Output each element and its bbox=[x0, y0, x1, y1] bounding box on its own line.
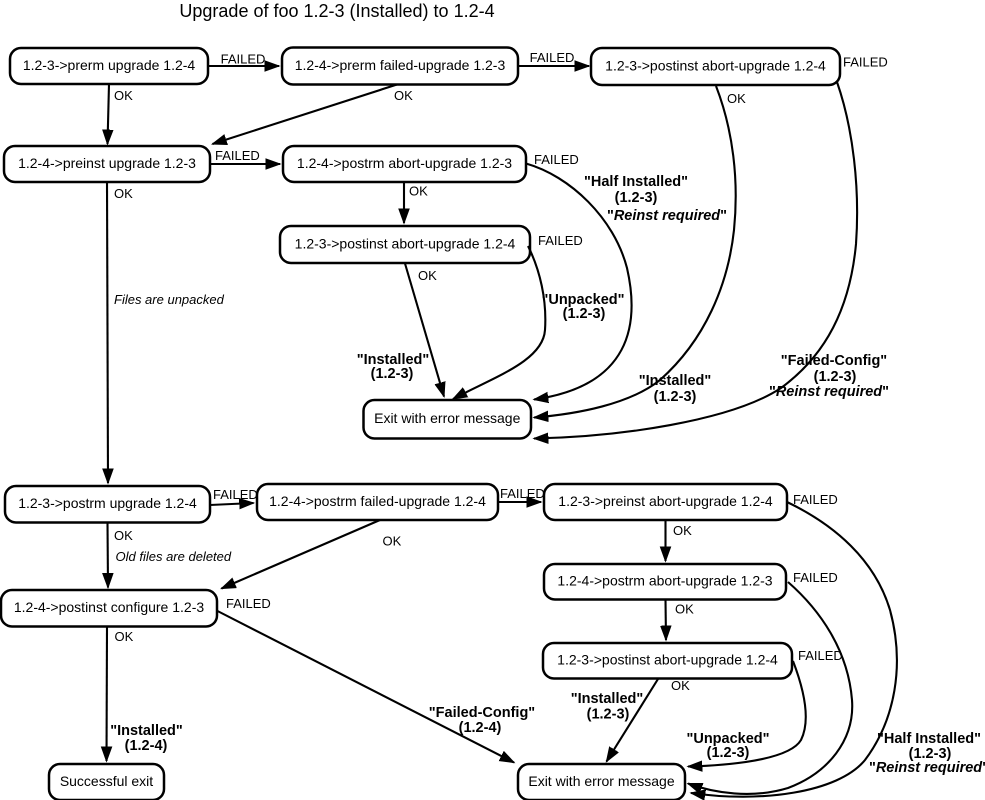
svg-text:OK: OK bbox=[727, 91, 746, 106]
svg-text:OK: OK bbox=[409, 184, 428, 199]
svg-text:Exit with error message: Exit with error message bbox=[528, 773, 674, 789]
svg-text:FAILED: FAILED bbox=[215, 148, 260, 163]
svg-text:OK: OK bbox=[418, 268, 437, 283]
svg-text:"Installed": "Installed" bbox=[110, 723, 183, 739]
svg-text:1.2-3->postinst abort-upgrade: 1.2-3->postinst abort-upgrade 1.2-4 bbox=[557, 652, 778, 668]
svg-text:OK: OK bbox=[383, 534, 402, 549]
svg-text:(1.2-4): (1.2-4) bbox=[125, 738, 168, 754]
svg-text:"Half Installed": "Half Installed" bbox=[584, 174, 688, 190]
svg-text:"Failed-Config": "Failed-Config" bbox=[429, 705, 535, 721]
svg-text:FAILED: FAILED bbox=[843, 55, 888, 70]
svg-text:1.2-4->prerm failed-upgrade 1.: 1.2-4->prerm failed-upgrade 1.2-3 bbox=[295, 57, 506, 73]
svg-text:1.2-4->postrm failed-upgrade 1: 1.2-4->postrm failed-upgrade 1.2-4 bbox=[269, 493, 486, 509]
svg-text:"Reinst required": "Reinst required" bbox=[869, 760, 985, 776]
svg-text:OK: OK bbox=[114, 186, 133, 201]
svg-text:FAILED: FAILED bbox=[793, 570, 838, 585]
svg-text:"Failed-Config": "Failed-Config" bbox=[781, 353, 887, 369]
svg-text:1.2-4->preinst upgrade 1.2-3: 1.2-4->preinst upgrade 1.2-3 bbox=[18, 155, 196, 171]
svg-text:FAILED: FAILED bbox=[798, 648, 843, 663]
svg-text:1.2-4->postrm abort-upgrade 1.: 1.2-4->postrm abort-upgrade 1.2-3 bbox=[297, 155, 512, 171]
svg-text:OK: OK bbox=[671, 678, 690, 693]
svg-text:(1.2-4): (1.2-4) bbox=[459, 720, 502, 736]
svg-text:FAILED: FAILED bbox=[213, 487, 258, 502]
svg-text:OK: OK bbox=[114, 88, 133, 103]
svg-text:FAILED: FAILED bbox=[538, 233, 583, 248]
svg-text:(1.2-3): (1.2-3) bbox=[563, 306, 606, 322]
svg-text:"Installed": "Installed" bbox=[571, 691, 644, 707]
svg-text:FAILED: FAILED bbox=[530, 50, 575, 65]
svg-text:"Unpacked": "Unpacked" bbox=[686, 731, 769, 747]
svg-text:(1.2-3): (1.2-3) bbox=[909, 746, 952, 762]
svg-text:"Half Installed": "Half Installed" bbox=[877, 731, 981, 747]
svg-text:(1.2-3): (1.2-3) bbox=[587, 707, 630, 723]
svg-text:Old files are deleted: Old files are deleted bbox=[116, 549, 232, 564]
svg-text:FAILED: FAILED bbox=[534, 152, 579, 167]
svg-text:(1.2-3): (1.2-3) bbox=[654, 389, 697, 405]
svg-text:OK: OK bbox=[115, 629, 134, 644]
svg-text:1.2-3->postrm upgrade 1.2-4: 1.2-3->postrm upgrade 1.2-4 bbox=[18, 495, 197, 511]
svg-text:1.2-4->postrm abort-upgrade 1.: 1.2-4->postrm abort-upgrade 1.2-3 bbox=[557, 573, 772, 589]
svg-text:OK: OK bbox=[673, 523, 692, 538]
svg-text:Exit with error message: Exit with error message bbox=[374, 410, 520, 426]
svg-text:Successful exit: Successful exit bbox=[60, 773, 153, 789]
svg-text:Upgrade of foo 1.2-3 (Installe: Upgrade of foo 1.2-3 (Installed) to 1.2-… bbox=[179, 1, 494, 21]
svg-text:(1.2-3): (1.2-3) bbox=[814, 369, 857, 385]
svg-text:FAILED: FAILED bbox=[221, 52, 266, 67]
svg-text:(1.2-3): (1.2-3) bbox=[707, 745, 750, 761]
svg-text:Files are unpacked: Files are unpacked bbox=[114, 292, 225, 307]
svg-text:OK: OK bbox=[394, 88, 413, 103]
svg-text:FAILED: FAILED bbox=[793, 492, 838, 507]
svg-text:1.2-3->preinst abort-upgrade 1: 1.2-3->preinst abort-upgrade 1.2-4 bbox=[558, 493, 773, 509]
svg-text:"Installed": "Installed" bbox=[357, 352, 430, 368]
svg-text:"Installed": "Installed" bbox=[639, 373, 712, 389]
svg-text:1.2-3->prerm upgrade 1.2-4: 1.2-3->prerm upgrade 1.2-4 bbox=[23, 57, 196, 73]
svg-text:FAILED: FAILED bbox=[500, 486, 545, 501]
svg-text:1.2-4->postinst configure 1.2-: 1.2-4->postinst configure 1.2-3 bbox=[14, 599, 204, 615]
svg-text:"Unpacked": "Unpacked" bbox=[541, 292, 624, 308]
svg-text:1.2-3->postinst abort-upgrade: 1.2-3->postinst abort-upgrade 1.2-4 bbox=[605, 57, 826, 73]
svg-text:OK: OK bbox=[675, 602, 694, 617]
svg-text:1.2-3->postinst abort-upgrade: 1.2-3->postinst abort-upgrade 1.2-4 bbox=[295, 235, 516, 251]
svg-text:(1.2-3): (1.2-3) bbox=[615, 190, 658, 206]
svg-text:OK: OK bbox=[114, 528, 133, 543]
svg-text:(1.2-3): (1.2-3) bbox=[371, 366, 414, 382]
svg-text:FAILED: FAILED bbox=[226, 596, 271, 611]
svg-text:"Reinst required": "Reinst required" bbox=[769, 384, 889, 400]
svg-text:"Reinst required": "Reinst required" bbox=[607, 208, 727, 224]
